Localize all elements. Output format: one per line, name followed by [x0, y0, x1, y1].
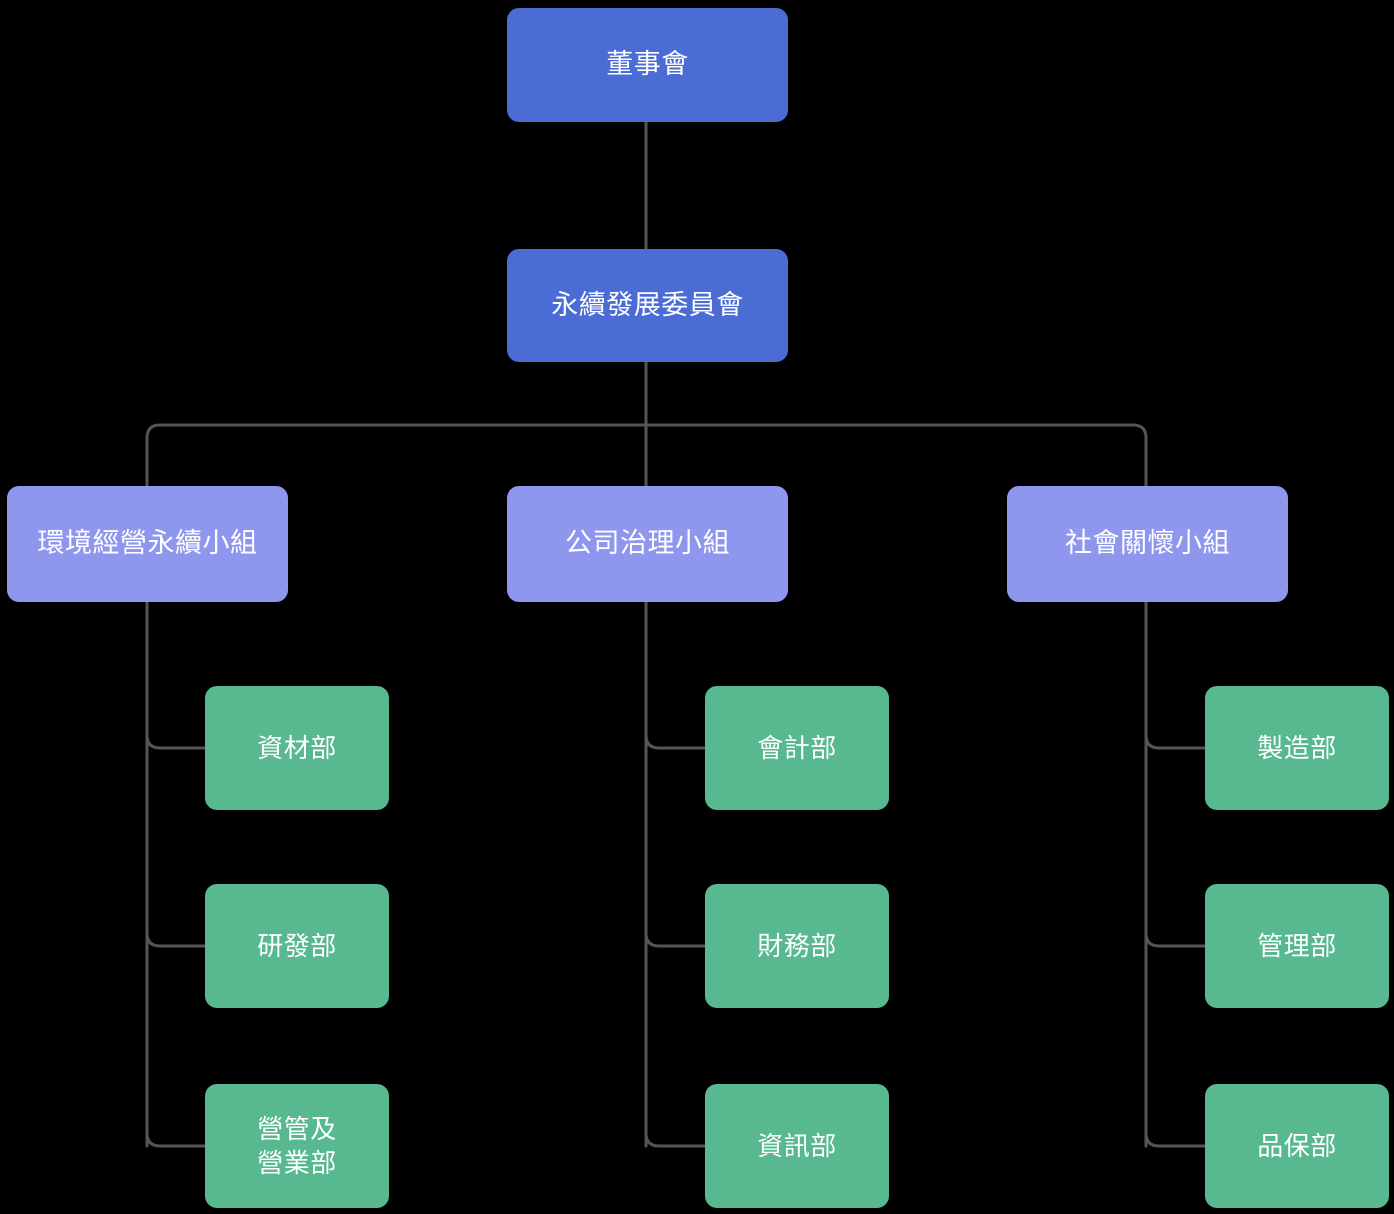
node-dept-rnd-label: 研發部 [257, 930, 337, 961]
node-dept-manufacturing[interactable]: 製造部 [1205, 686, 1389, 810]
node-dept-quality[interactable]: 品保部 [1205, 1084, 1389, 1208]
node-group-social-label: 社會關懷小組 [1065, 528, 1230, 559]
node-group-governance-label: 公司治理小組 [565, 528, 730, 559]
connector-governance-dept-2 [644, 931, 707, 948]
node-dept-finance-label: 財務部 [757, 930, 837, 961]
connector-social-dept-2 [1144, 931, 1207, 948]
node-group-environment-label: 環境經營永續小組 [37, 528, 258, 559]
node-group-social[interactable]: 社會關懷小組 [1007, 486, 1288, 602]
connector-environment-dept-2 [145, 931, 207, 948]
node-committee[interactable]: 永續發展委員會 [507, 249, 788, 362]
node-dept-accounting-label: 會計部 [757, 732, 837, 763]
connector-environment-dept-1 [145, 733, 207, 750]
node-group-environment[interactable]: 環境經營永續小組 [7, 486, 288, 602]
node-dept-business-sales[interactable]: 營管及 營業部 [205, 1084, 389, 1208]
connector-governance-dept-1 [644, 733, 707, 750]
node-dept-accounting[interactable]: 會計部 [705, 686, 889, 810]
connector-bus-right [644, 423, 1148, 488]
connector-governance-dept-3 [644, 1131, 707, 1148]
node-dept-it-label: 資訊部 [757, 1130, 837, 1161]
connector-bus-left [145, 423, 648, 488]
node-dept-it[interactable]: 資訊部 [705, 1084, 889, 1208]
node-dept-materials[interactable]: 資材部 [205, 686, 389, 810]
node-dept-quality-label: 品保部 [1257, 1130, 1337, 1161]
node-dept-rnd[interactable]: 研發部 [205, 884, 389, 1008]
node-board[interactable]: 董事會 [507, 8, 788, 122]
node-dept-manufacturing-label: 製造部 [1257, 732, 1337, 763]
node-dept-management[interactable]: 管理部 [1205, 884, 1389, 1008]
node-dept-management-label: 管理部 [1257, 930, 1337, 961]
node-group-governance[interactable]: 公司治理小組 [507, 486, 788, 602]
connector-social-dept-1 [1144, 733, 1207, 750]
connector-environment-dept-3 [145, 1131, 207, 1148]
node-dept-finance[interactable]: 財務部 [705, 884, 889, 1008]
connector-social-dept-3 [1144, 1131, 1207, 1148]
node-committee-label: 永續發展委員會 [551, 289, 744, 320]
node-board-label: 董事會 [606, 49, 689, 80]
node-dept-materials-label: 資材部 [257, 732, 337, 763]
node-dept-business-sales-label: 營管及 營業部 [257, 1113, 337, 1178]
